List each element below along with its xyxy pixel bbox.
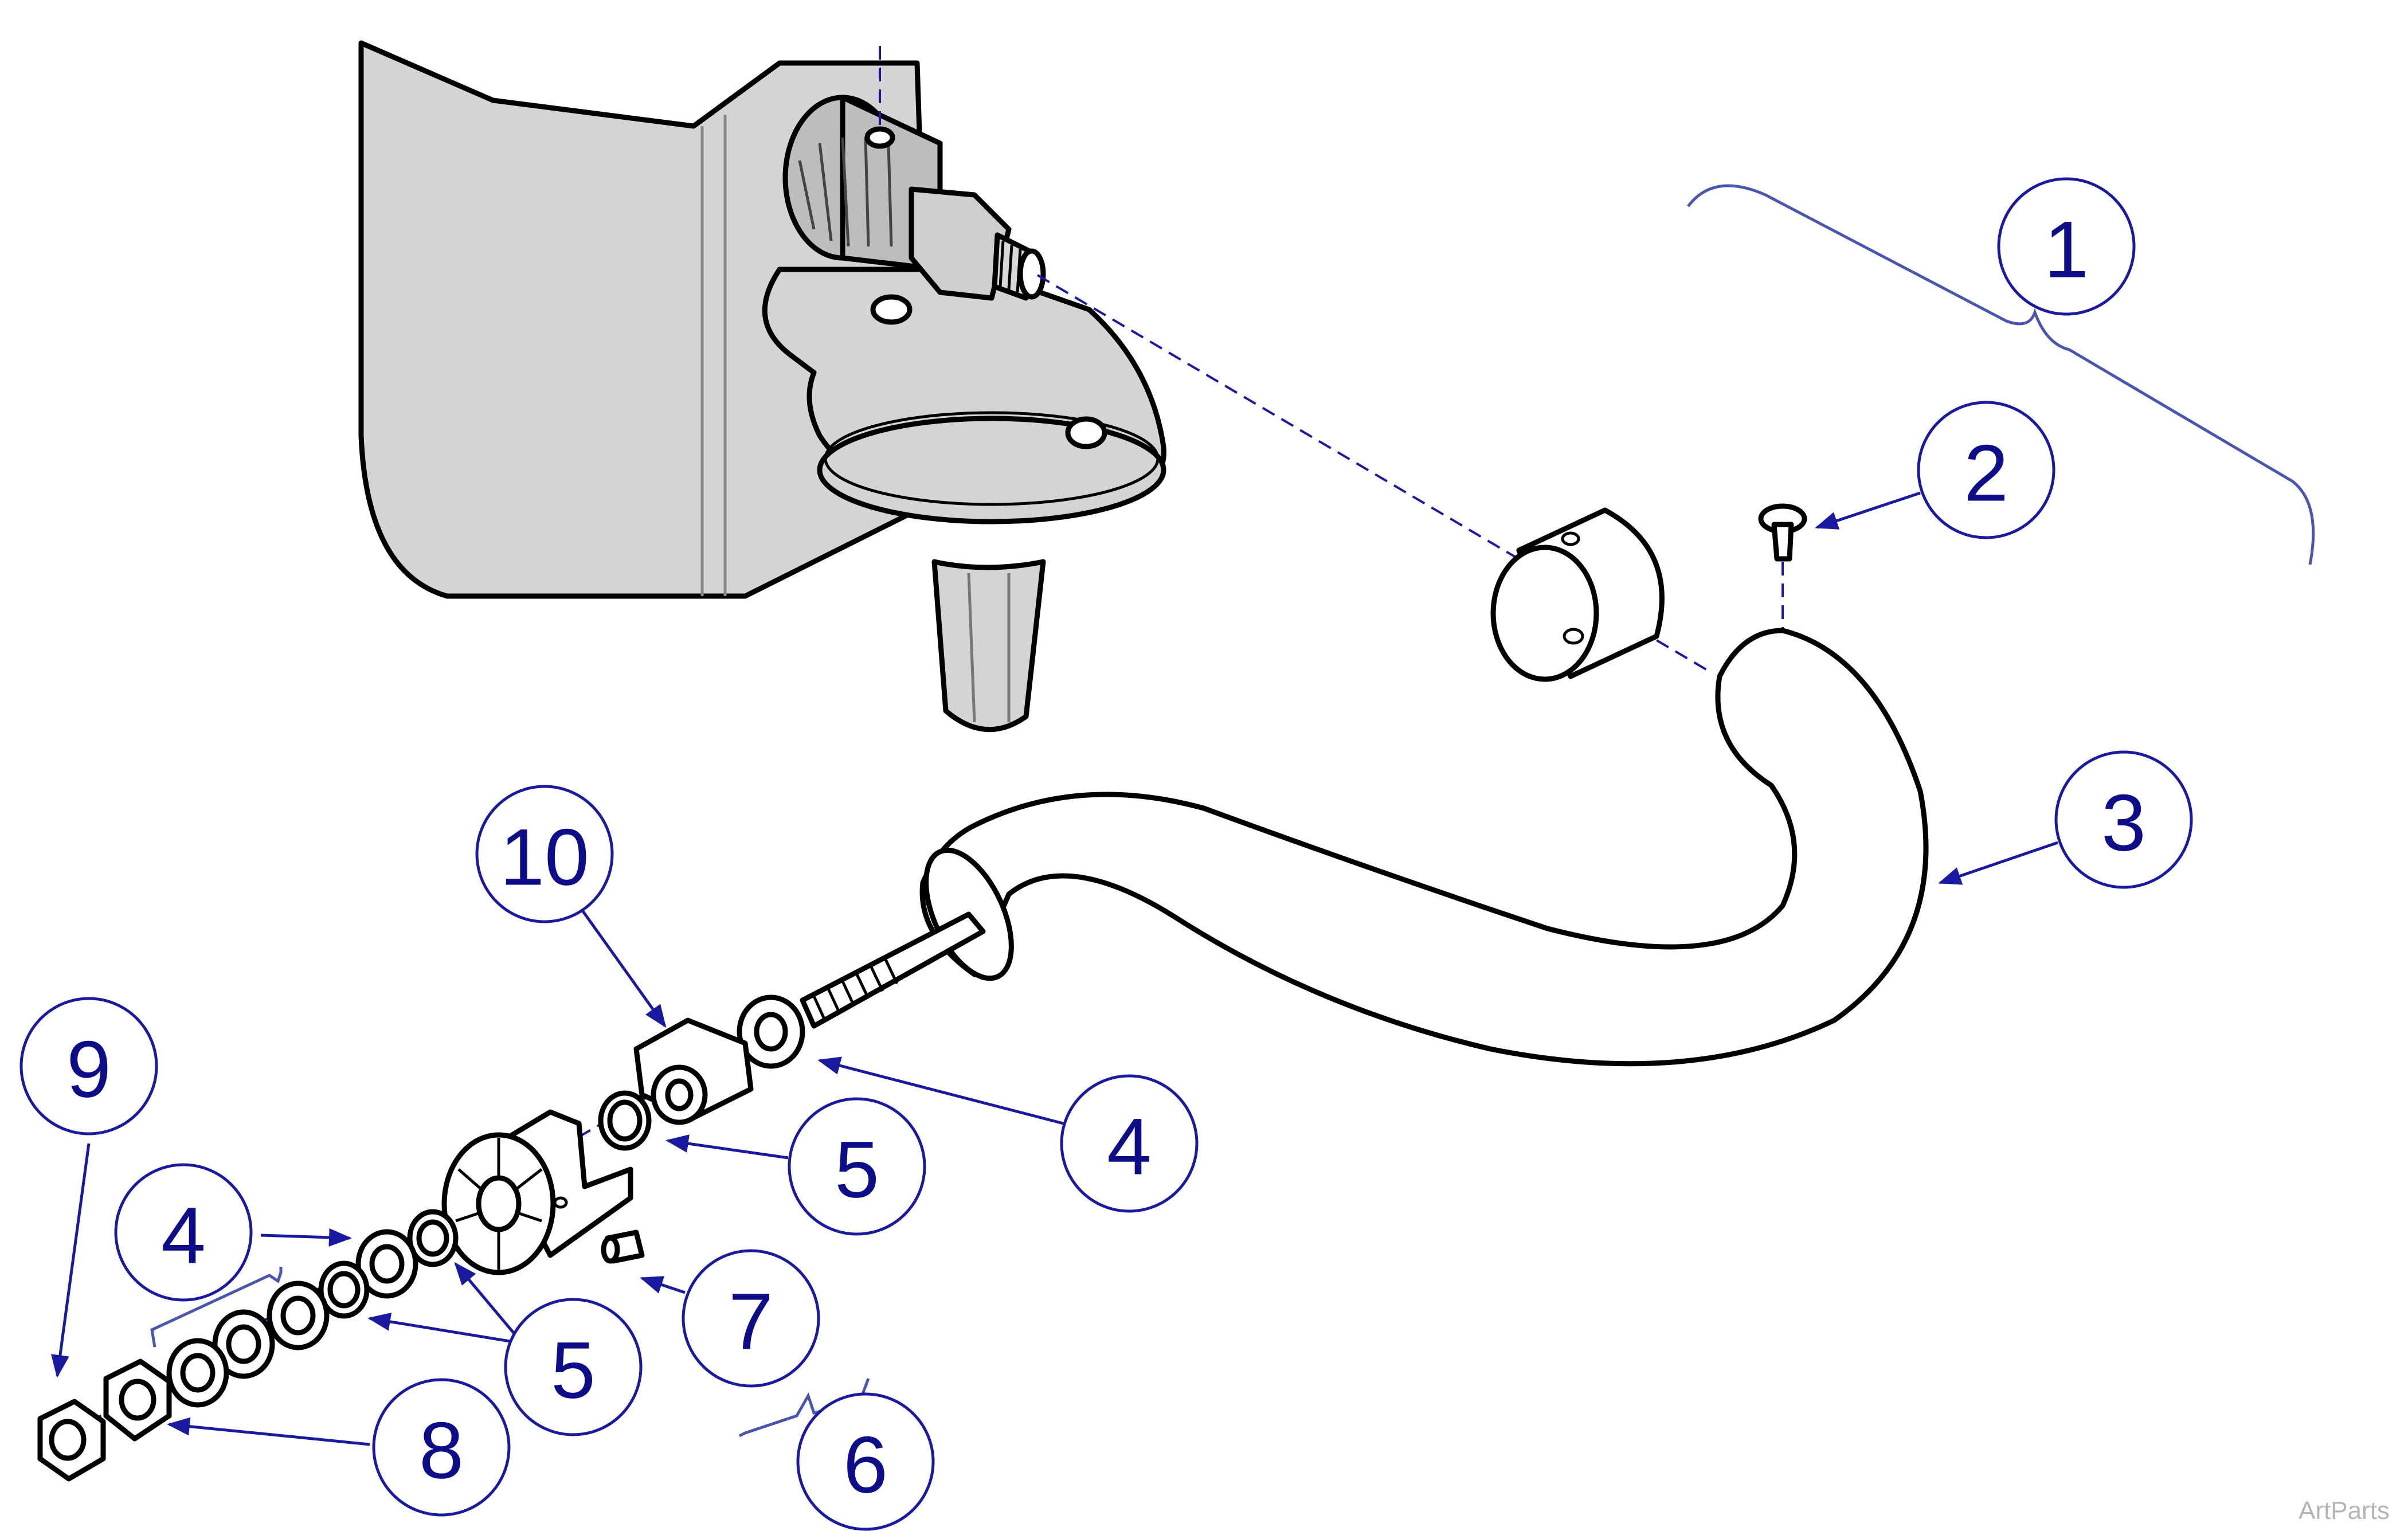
o-ring-upper (598, 1090, 652, 1151)
callout-9: 9 (19, 997, 158, 1135)
svg-text:1: 1 (2044, 205, 2089, 295)
knob-cap (441, 1109, 633, 1275)
drain-hose (800, 628, 1929, 1067)
callout-4-upper: 4 (1060, 1074, 1199, 1213)
washer-upper (737, 994, 805, 1069)
svg-text:7: 7 (729, 1277, 773, 1366)
svg-text:5: 5 (835, 1125, 879, 1215)
spacer-block (633, 1017, 754, 1125)
callout-5-lower: 5 (504, 1298, 643, 1436)
hex-nut-inner (103, 1358, 172, 1442)
callout-4-lower: 4 (114, 1163, 253, 1302)
callout-10: 10 (475, 785, 614, 923)
coupling-sleeve (1490, 507, 1665, 682)
svg-text:2: 2 (1964, 428, 2008, 518)
svg-text:4: 4 (1107, 1102, 1152, 1192)
set-screw (601, 1230, 645, 1264)
artparts-watermark: ArtParts (2299, 1497, 2390, 1525)
hex-nut-outer (37, 1399, 106, 1482)
callout-1: 1 (1997, 177, 2136, 316)
callout-5-upper: 5 (788, 1097, 926, 1236)
callout-2: 2 (1917, 401, 2055, 539)
leader-lines (50, 491, 2058, 1446)
svg-text:5: 5 (551, 1325, 596, 1415)
svg-text:10: 10 (500, 812, 589, 902)
svg-text:3: 3 (2101, 778, 2146, 868)
svg-text:6: 6 (843, 1420, 888, 1510)
callout-3: 3 (2054, 750, 2193, 889)
drain-valve-assembly (762, 95, 1166, 733)
svg-text:4: 4 (161, 1191, 206, 1281)
callout-7: 7 (682, 1249, 820, 1388)
washer-stack (166, 1209, 459, 1408)
callout-6: 6 (796, 1392, 935, 1531)
assembly-brace-1 (1687, 184, 2315, 565)
svg-text:9: 9 (66, 1024, 111, 1114)
callout-8: 8 (372, 1378, 511, 1517)
washer-brace-4 (150, 1267, 283, 1348)
svg-text:8: 8 (419, 1405, 464, 1495)
